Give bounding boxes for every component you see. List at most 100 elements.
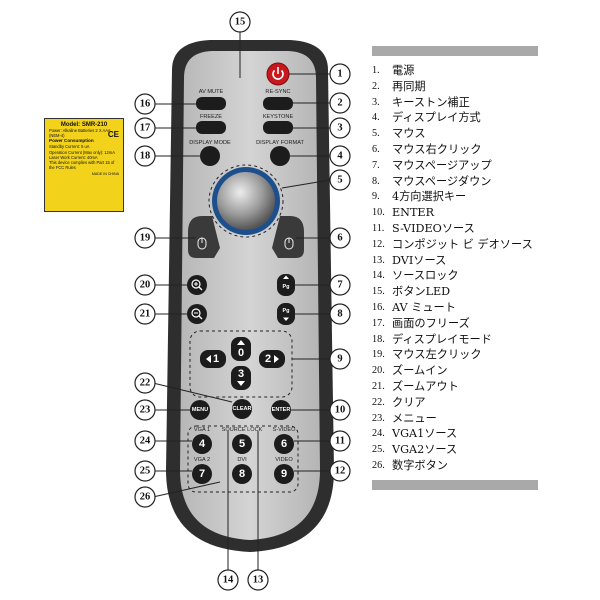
callout-5: 5 [329, 169, 351, 191]
legend-item: 7.マウスページアップ [372, 158, 492, 172]
page-down-button[interactable]: Pg [277, 303, 295, 325]
svg-text:2: 2 [265, 353, 271, 365]
av-mute-button[interactable] [196, 97, 226, 110]
callout-4: 4 [329, 145, 351, 167]
svg-text:11: 11 [335, 436, 345, 447]
sticker-line: Laser Work Current: 40mA [49, 154, 98, 160]
svg-text:8: 8 [239, 468, 245, 480]
display-mode-label: DISPLAY MODE [189, 140, 231, 146]
vga1-label: VGA 1 [194, 427, 210, 433]
s-video-label: S-VIDEO [272, 427, 296, 433]
legend-item: 19.マウス左クリック [372, 348, 482, 362]
legend-item: 6.マウス右クリック [372, 142, 482, 156]
source-lock-label: SOURCE LOCK [222, 427, 263, 433]
callout-15: 15 [229, 11, 251, 33]
svg-text:6: 6 [281, 438, 287, 450]
legend-item: 14.ソースロック [372, 269, 459, 283]
menu-button[interactable]: MENU [190, 400, 210, 420]
number-5-button[interactable]: 5 [232, 434, 252, 454]
sticker-line: Power: Alkaline Batteries 2 X AAA [49, 128, 111, 133]
enter-button[interactable]: ENTER [271, 400, 291, 420]
callout-14: 14 [217, 569, 239, 591]
video-label: VIDEO [275, 457, 293, 463]
callout-13: 13 [247, 569, 269, 591]
legend-item: 15.ボタンLED [372, 285, 451, 299]
re-sync-button[interactable] [263, 97, 293, 110]
svg-text:25: 25 [140, 466, 151, 477]
legend-item: 20.ズームイン [372, 364, 448, 378]
zoom-in-icon [191, 279, 201, 289]
svg-text:MENU: MENU [192, 407, 208, 413]
right-select-key[interactable]: 2 [259, 350, 285, 368]
callout-11: 11 [329, 430, 351, 452]
mouse-right-icon [284, 237, 294, 250]
display-format-label: DISPLAY FORMAT [256, 140, 304, 146]
number-9-button[interactable]: 9 [274, 464, 294, 484]
down-select-key[interactable]: 3 [231, 366, 251, 390]
sticker-power-heading: Power Consumption [49, 138, 94, 144]
mouse-right-click-button[interactable] [272, 216, 304, 258]
trackball-dash-outline [208, 164, 284, 238]
callout-23: 23 [134, 399, 156, 421]
keystone-label: KEYSTONE [263, 114, 294, 120]
zoom-out-button[interactable] [187, 304, 207, 324]
svg-text:6: 6 [337, 233, 342, 244]
svg-text:4: 4 [337, 151, 343, 162]
arrow-up-icon [283, 275, 289, 279]
legend-item: 11.S-VIDEOソース [372, 221, 475, 235]
callout-10: 10 [329, 399, 351, 421]
legend-item: 26.数字ボタン [372, 458, 448, 472]
display-format-button[interactable] [270, 146, 290, 166]
display-mode-button[interactable] [200, 146, 220, 166]
power-button[interactable] [266, 62, 290, 86]
freeze-label: FREEZE [200, 114, 222, 120]
callout-17: 17 [134, 117, 156, 139]
svg-text:7: 7 [199, 468, 205, 480]
up-arrow-icon [237, 340, 245, 345]
left-select-key[interactable]: 1 [200, 350, 226, 368]
page-up-button[interactable]: Pg [277, 274, 295, 296]
right-arrow-icon [274, 355, 279, 363]
power-icon [272, 69, 284, 80]
number-buttons-dash-outline [187, 425, 299, 493]
dvi-label: DVI [237, 457, 247, 463]
legend-item: 3.キーストン補正 [372, 95, 470, 109]
svg-text:CLEAR: CLEAR [233, 406, 252, 412]
mouse-left-click-button[interactable] [188, 216, 220, 258]
sticker-footer: MADE IN CHINA [91, 172, 119, 177]
model-sticker: Model: SMR-210 CE Power: Alkaline Batter… [44, 118, 124, 212]
keystone-button[interactable] [263, 121, 293, 134]
sticker-line: Standby Current: 5 uA [49, 144, 90, 150]
freeze-button[interactable] [196, 121, 226, 134]
number-6-button[interactable]: 6 [274, 434, 294, 454]
svg-text:22: 22 [140, 378, 151, 389]
callout-26: 26 [134, 486, 156, 508]
trackball[interactable] [217, 172, 275, 230]
legend-item: 9.4方向選択キー [372, 190, 467, 204]
number-7-button[interactable]: 7 [192, 464, 212, 484]
arrow-down-icon [283, 317, 289, 321]
zoom-in-button[interactable] [187, 275, 207, 295]
svg-text:3: 3 [238, 368, 244, 380]
legend-item: 8.マウスページダウン [372, 174, 492, 188]
up-select-key[interactable]: 0 [231, 337, 251, 361]
callout-12: 12 [329, 460, 351, 482]
legend-item: 2.再同期 [372, 79, 426, 93]
sticker-line: (NEM-4) [49, 133, 65, 139]
number-4-button[interactable]: 4 [192, 434, 212, 454]
vga2-label: VGA 2 [194, 457, 210, 463]
clear-button[interactable]: CLEAR [232, 399, 252, 419]
re-sync-label: RE-SYNC [265, 89, 290, 95]
svg-text:1: 1 [337, 69, 342, 80]
legend-list: 1.電源 2.再同期 3.キーストン補正 4.ディスプレイ方式 5.マウス 6.… [372, 63, 538, 474]
svg-text:21: 21 [140, 309, 151, 320]
callout-21: 21 [134, 303, 156, 325]
svg-text:3: 3 [337, 123, 342, 134]
legend-item: 24.VGA1ソース [372, 427, 458, 441]
legend-top-bar [372, 46, 538, 56]
number-8-button[interactable]: 8 [232, 464, 252, 484]
svg-text:23: 23 [140, 405, 151, 416]
ce-mark: CE [107, 130, 119, 139]
legend-item: 1.電源 [372, 64, 415, 77]
